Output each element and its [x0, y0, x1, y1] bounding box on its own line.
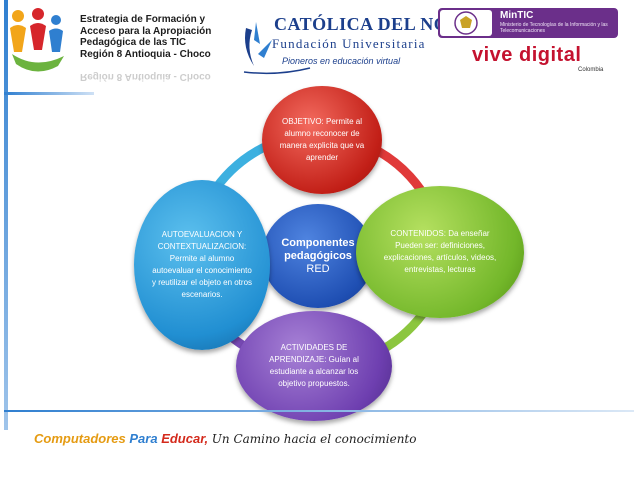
footer-educar: Educar, — [161, 431, 209, 446]
org-line-4: Región 8 Antioquia - Choco — [80, 48, 211, 60]
footer-divider — [4, 410, 634, 412]
center-subtitle: RED — [306, 262, 330, 275]
catolica-tagline: Pioneros en educación virtual — [282, 56, 401, 66]
objetivo-text: OBJETIVO: Permite al alumno reconocer de… — [279, 117, 365, 162]
header-accent-rule — [4, 92, 94, 95]
catolica-title: CATÓLICA DEL NORTE — [274, 14, 487, 34]
org-line-1: Estrategia de Formación y — [80, 14, 206, 25]
people-figures-logo — [10, 8, 64, 72]
org-line-3: Pedagógica de las TIC — [80, 37, 187, 48]
footer-computadores: Computadores — [34, 431, 126, 446]
autoevaluacion-text: AUTOEVALUACION Y CONTEXTUALIZACION: Perm… — [151, 230, 253, 299]
org-line-2: Acceso para la Apropiación — [80, 25, 212, 37]
catolica-del-norte-logo — [243, 22, 311, 75]
autoevaluacion-bubble: AUTOEVALUACION Y CONTEXTUALIZACION: Perm… — [134, 180, 270, 350]
left-accent-bar — [4, 0, 8, 430]
colombia-seal-icon — [440, 10, 492, 36]
center-title: Componentes pedagógicos — [281, 236, 355, 262]
footer-para: Para — [129, 431, 158, 446]
catolica-subtitle: Fundación Universitaria — [272, 36, 426, 51]
actividades-bubble: ACTIVIDADES DE APRENDIZAJE: Guían al est… — [236, 311, 392, 421]
contenidos-bubble: CONTENIDOS: Da enseñar Pueden ser: defin… — [356, 186, 524, 318]
center-bubble: Componentes pedagógicos RED — [262, 204, 374, 308]
vive-digital-logo: vive digital — [472, 44, 582, 66]
mintic-subtitle: Ministerio de Tecnologías de la Informac… — [500, 22, 608, 34]
contenidos-text: CONTENIDOS: Da enseñar Pueden ser: defin… — [383, 229, 497, 274]
footer-tagline: Computadores Para Educar, Un Camino haci… — [34, 431, 416, 446]
organization-strategy-text: Estrategia de Formación y Acceso para la… — [80, 14, 260, 60]
mintic-title: MinTIC — [500, 10, 534, 21]
vive-digital-country: Colombia — [578, 67, 604, 73]
objetivo-bubble: OBJETIVO: Permite al alumno reconocer de… — [262, 86, 382, 194]
actividades-text: ACTIVIDADES DE APRENDIZAJE: Guían al est… — [269, 343, 359, 388]
footer-slogan: Un Camino hacia el conocimiento — [211, 432, 417, 446]
